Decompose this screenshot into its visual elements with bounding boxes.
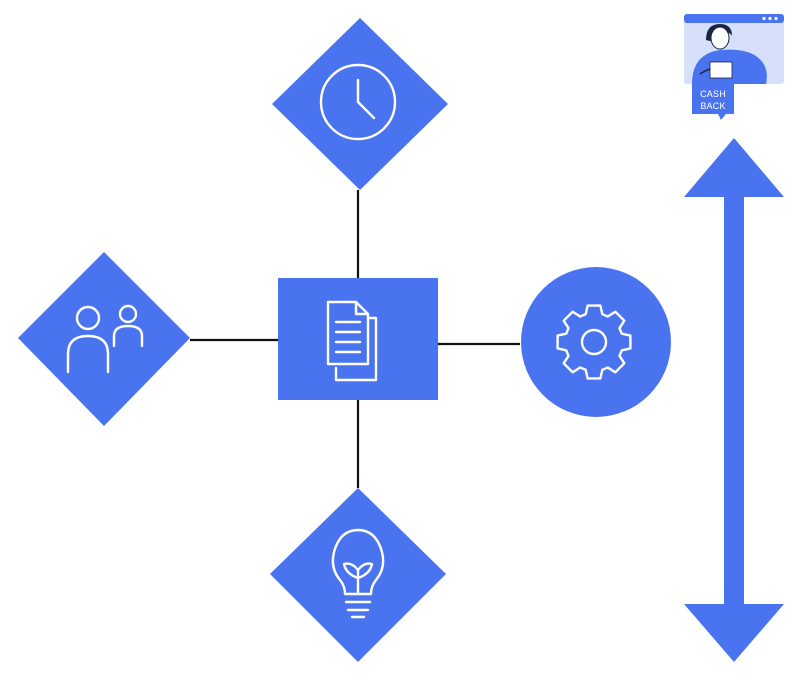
center-node: [278, 278, 438, 400]
arrow-head-up: [684, 138, 784, 197]
arrow-head-down: [684, 604, 784, 662]
double-arrow-icon: [684, 138, 784, 662]
cashback-label-line1: CASH: [700, 89, 726, 99]
left-diamond: [18, 252, 190, 426]
cashback-sign: CASH BACK: [692, 84, 734, 120]
gear-icon: [556, 304, 632, 380]
left-node: [18, 252, 190, 426]
right-circle: [521, 267, 671, 417]
lightbulb-icon: [331, 528, 385, 619]
users-icon: [66, 304, 144, 374]
top-node: [272, 18, 448, 190]
document-icon: [326, 300, 378, 382]
center-rectangle: [278, 278, 438, 400]
connectors: [190, 190, 520, 488]
clock-icon: [319, 63, 397, 141]
right-node: [521, 267, 671, 417]
arrow-shaft: [724, 195, 744, 607]
bottom-node: [270, 488, 446, 662]
window-dots: [762, 16, 778, 21]
cashback-label-line2: BACK: [700, 101, 725, 111]
person-with-cashback-sign-icon: [692, 24, 767, 84]
cashback-card: CASH BACK: [684, 14, 784, 120]
person-paper: [709, 61, 733, 79]
cashback-bubble: [692, 84, 734, 120]
person-face: [710, 26, 730, 50]
card-titlebar: [684, 14, 784, 23]
